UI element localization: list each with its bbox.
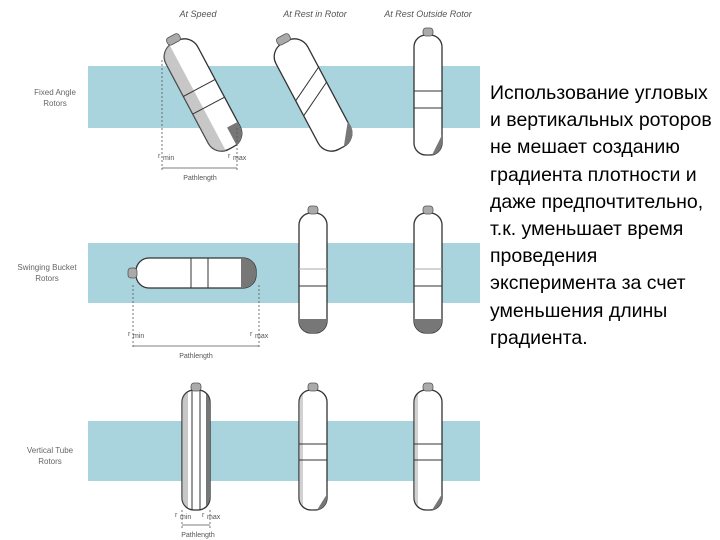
- rmin-sub-row1: min: [163, 155, 174, 162]
- tube-fixed-angle-outside-rotor: [413, 27, 443, 156]
- rmax-sub-row1: max: [233, 155, 247, 162]
- tube-swinging-bucket-at-speed: [127, 257, 257, 289]
- rmin-label-row2: r: [128, 331, 131, 338]
- rmax-sub-row2: max: [255, 333, 269, 340]
- rmax-label-row1: r: [228, 153, 231, 160]
- row-label-fixed-angle-2: Rotors: [43, 99, 67, 108]
- row-label-vertical-tube-2: Rotors: [38, 457, 62, 466]
- tube-fixed-angle-rest-in-rotor: [273, 33, 353, 152]
- row-label-vertical-tube: Vertical Tube: [27, 446, 74, 455]
- column-header-rest-in-rotor: At Rest in Rotor: [282, 9, 348, 19]
- tube-swinging-bucket-outside-rotor: [413, 205, 443, 334]
- row-label-swinging-bucket: Swinging Bucket: [17, 263, 77, 272]
- centrifuge-diagram: At Speed At Rest in Rotor At Rest Outsid…: [17, 9, 480, 539]
- column-header-rest-outside-rotor: At Rest Outside Rotor: [383, 9, 473, 19]
- tube-vertical-at-speed: [181, 382, 211, 511]
- tube-swinging-bucket-rest-in-rotor: [298, 205, 328, 334]
- rmin-label-row1: r: [158, 153, 161, 160]
- rmax-label-row3: r: [202, 512, 205, 519]
- pathlength-label-row1: Pathlength: [183, 175, 217, 182]
- rmax-sub-row3: max: [207, 514, 221, 521]
- rmin-sub-row3: min: [180, 514, 191, 521]
- tube-fixed-angle-at-speed: [163, 33, 243, 152]
- column-header-at-speed: At Speed: [178, 9, 217, 19]
- description-text: Использование угловых и вертикальных рот…: [490, 82, 712, 349]
- tube-vertical-rest-in-rotor: [298, 382, 328, 511]
- row-label-fixed-angle: Fixed Angle: [34, 88, 76, 97]
- row-label-swinging-bucket-2: Rotors: [35, 274, 59, 283]
- rmax-label-row2: r: [250, 331, 253, 338]
- rmin-label-row3: r: [175, 512, 178, 519]
- tube-vertical-outside-rotor: [413, 382, 443, 511]
- pathlength-label-row3: Pathlength: [181, 532, 215, 539]
- pathlength-label-row2: Pathlength: [179, 353, 213, 360]
- rmin-sub-row2: min: [133, 333, 144, 340]
